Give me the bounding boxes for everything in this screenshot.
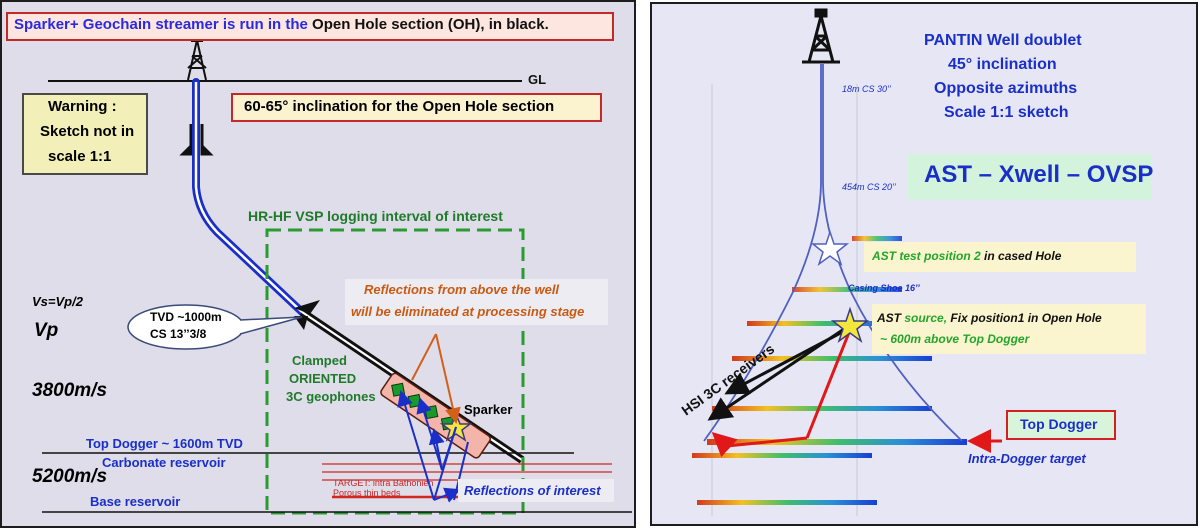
vs-label: Vs=Vp/2 [32, 294, 83, 309]
inclination-note: 60-65° inclination for the Open Hole sec… [244, 98, 555, 115]
geophone-icon [424, 405, 439, 420]
horizon-band [747, 321, 897, 326]
right-title-line-4: Scale 1:1 sketch [944, 104, 1069, 121]
red-rays [711, 329, 1002, 458]
left-title-box [6, 12, 614, 41]
base-reservoir-label: Base reservoir [90, 494, 181, 509]
geophones-line-1: Clamped [292, 353, 347, 368]
warning-line-3: scale 1:1 [48, 148, 112, 165]
vp-label: Vp [34, 320, 59, 341]
tvd-callout [127, 304, 303, 350]
reflections-above-line-1: Reflections from above the well [364, 282, 560, 297]
reflections-above-line-2: will be eliminated at processing stage [351, 304, 585, 319]
geophones-line-2: ORIENTED [289, 371, 357, 386]
horizon-band [707, 439, 967, 445]
warning-line-2: Sketch not in [40, 123, 135, 140]
top-dogger-label: Top Dogger ~ 1600m TVD [86, 436, 243, 451]
casing-shoe-13-icon [294, 300, 320, 330]
geophone-icon [407, 393, 422, 408]
warning-line-1: Warning : [48, 98, 117, 115]
cs20-label: 454m CS 20’’ [842, 182, 896, 192]
right-title-line-2: 45° inclination [948, 56, 1057, 73]
carbonate-label: Carbonate reservoir [102, 455, 226, 470]
reflection-rays [397, 390, 469, 503]
ast-test-star-icon [810, 229, 850, 266]
warning-box [22, 93, 148, 175]
left-title: Sparker+ Geochain streamer is run in the… [14, 16, 549, 33]
reflections-interest-box [458, 479, 614, 502]
horizon-band [792, 287, 902, 292]
horizon-band [697, 500, 877, 505]
casing-shoe-icon [179, 124, 214, 156]
derrick-icon [187, 35, 207, 81]
ast-source-line-1: AST source, Fix position1 in Open Hole [877, 311, 1102, 325]
ast-test-label: AST test position 2 in cased Hole [872, 249, 1062, 263]
reflections-above-box [345, 279, 608, 325]
horizon-band [732, 356, 932, 361]
inclination-box [231, 93, 602, 122]
horizon-band [692, 453, 872, 458]
top-dogger-label: Top Dogger [1020, 416, 1098, 432]
method-box [908, 154, 1151, 200]
right-diagram-graphics: HSI 3C receivers [678, 8, 1002, 516]
tvd-label: TVD ~1000m [150, 310, 222, 324]
vp-value: 3800m/s [32, 380, 108, 401]
ast-source-line-2: ~ 600m above Top Dogger [880, 332, 1030, 346]
receiver-rays [707, 323, 851, 421]
method-label: AST – Xwell – OVSP [924, 161, 1154, 188]
sparker-label: Sparker [464, 402, 513, 417]
left-panel: Sparker+ Geochain streamer is run in the… [0, 0, 636, 528]
ast-test-box [864, 242, 1136, 272]
horizon-band [852, 236, 902, 241]
gl-label: GL [528, 72, 547, 87]
ast-source-star-icon [830, 306, 870, 343]
cs30-label: 18m CS 30’’ [842, 84, 891, 94]
geophones-line-3: 3C geophones [286, 389, 376, 404]
right-title-line-3: Opposite azimuths [934, 80, 1078, 97]
right-title-line-1: PANTIN Well doublet [924, 32, 1082, 49]
target-line-2: Porous thin beds [333, 488, 401, 498]
intra-dogger-label: Intra-Dogger target [968, 451, 1086, 466]
cs-label: CS 13’’3/8 [150, 327, 207, 341]
target-line-1: TARGET: intra Bathonien [333, 478, 434, 488]
derrick-icon [802, 8, 840, 64]
logging-interval-label: HR-HF VSP logging interval of interest [248, 208, 503, 224]
v2-value: 5200m/s [32, 466, 108, 487]
horizon-band [712, 406, 932, 411]
right-panel: HSI 3C receivers PANTIN Well doublet 45°… [650, 2, 1198, 526]
top-dogger-box [1006, 410, 1116, 440]
left-diagram-graphics [42, 35, 632, 515]
logging-interval-box [265, 228, 525, 515]
ast-source-box [872, 304, 1146, 354]
reflections-interest-label: Reflections of interest [464, 483, 601, 498]
well-right [822, 64, 963, 442]
casing-shoe-label: Casing Shoe 16’’ [848, 283, 920, 293]
